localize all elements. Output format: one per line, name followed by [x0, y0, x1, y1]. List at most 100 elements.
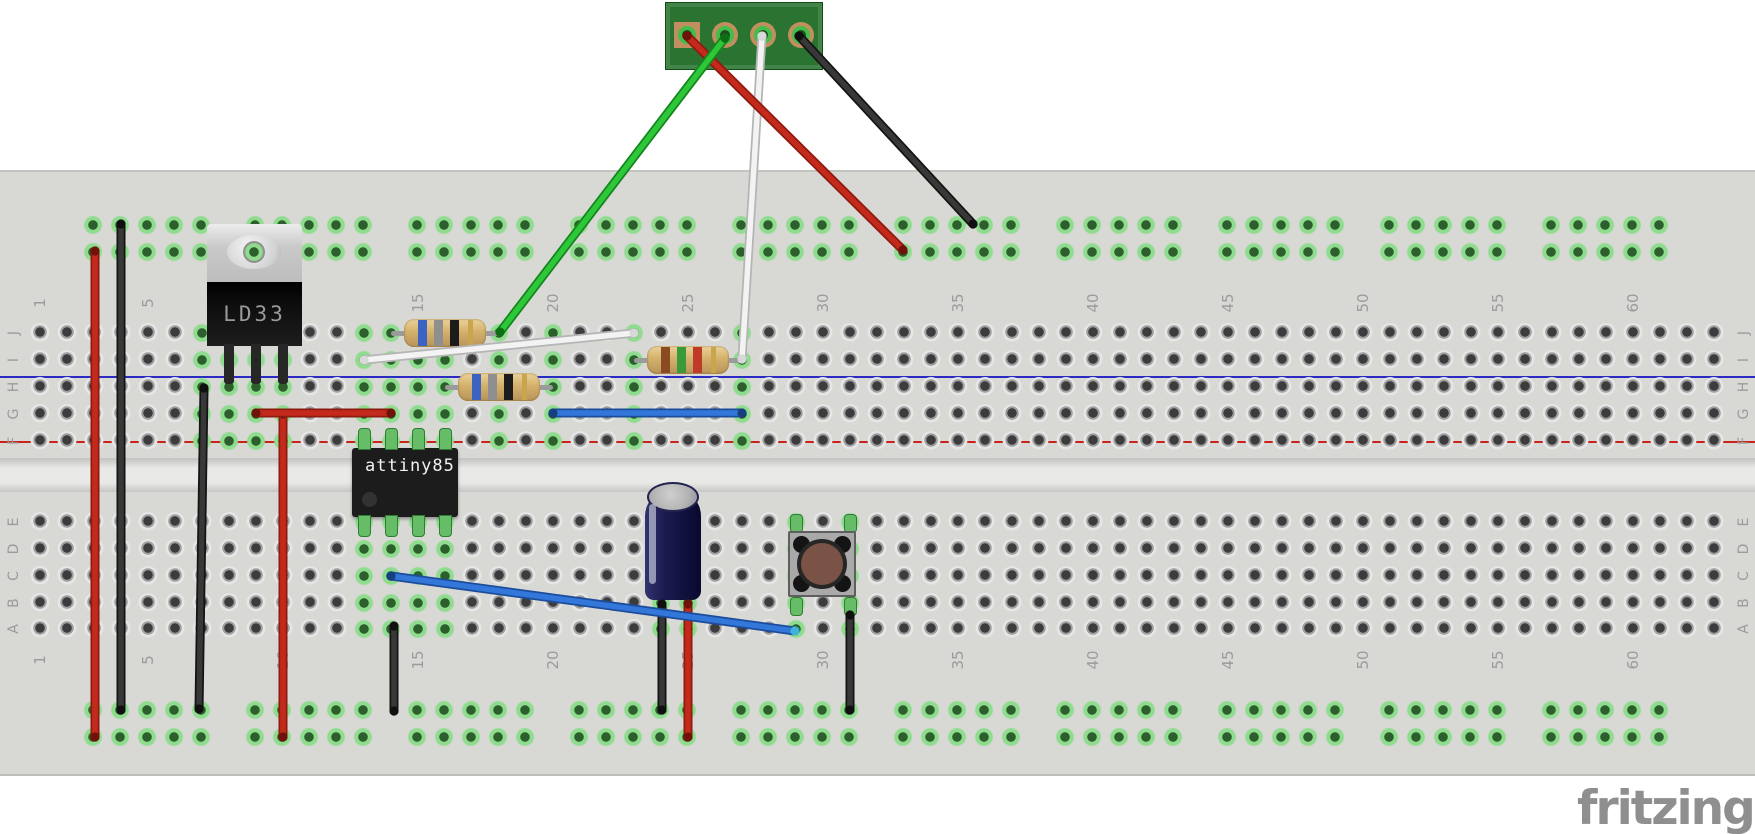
breadboard-hole[interactable]: [57, 377, 77, 397]
breadboard-hole[interactable]: [1434, 539, 1454, 559]
breadboard-hole[interactable]: [732, 566, 752, 586]
breadboard-hole-connected[interactable]: [596, 727, 616, 747]
breadboard-hole-connected[interactable]: [677, 242, 697, 262]
breadboard-hole[interactable]: [759, 350, 779, 370]
breadboard-hole-connected[interactable]: [543, 431, 563, 451]
breadboard-hole-connected[interactable]: [623, 215, 643, 235]
breadboard-hole[interactable]: [1434, 512, 1454, 532]
breadboard-hole[interactable]: [1137, 566, 1157, 586]
breadboard-hole-connected[interactable]: [974, 700, 994, 720]
wire-blue[interactable]: [386, 571, 800, 636]
breadboard-hole[interactable]: [516, 566, 536, 586]
breadboard-hole[interactable]: [1677, 404, 1697, 424]
breadboard-hole-connected[interactable]: [1325, 242, 1345, 262]
breadboard-hole[interactable]: [30, 377, 50, 397]
breadboard-hole-connected[interactable]: [353, 215, 373, 235]
breadboard-hole-connected[interactable]: [1568, 727, 1588, 747]
breadboard-hole[interactable]: [1110, 350, 1130, 370]
breadboard-hole[interactable]: [1488, 431, 1508, 451]
breadboard-hole[interactable]: [1650, 566, 1670, 586]
breadboard-hole[interactable]: [813, 323, 833, 343]
breadboard-hole[interactable]: [1434, 619, 1454, 639]
breadboard-hole-connected[interactable]: [299, 700, 319, 720]
breadboard-hole[interactable]: [1515, 539, 1535, 559]
breadboard-hole[interactable]: [759, 377, 779, 397]
breadboard-hole-connected[interactable]: [893, 700, 913, 720]
wire-red[interactable]: [682, 31, 908, 255]
breadboard-hole[interactable]: [1272, 619, 1292, 639]
breadboard-hole-connected[interactable]: [1325, 700, 1345, 720]
breadboard-hole-connected[interactable]: [732, 377, 752, 397]
breadboard-hole-connected[interactable]: [381, 539, 401, 559]
breadboard-hole[interactable]: [138, 431, 158, 451]
breadboard-hole-connected[interactable]: [1379, 700, 1399, 720]
breadboard-hole-connected[interactable]: [83, 215, 103, 235]
breadboard-hole[interactable]: [1029, 539, 1049, 559]
breadboard-hole[interactable]: [1218, 566, 1238, 586]
resistor-1[interactable]: [404, 319, 486, 347]
breadboard-hole[interactable]: [948, 512, 968, 532]
breadboard-hole-connected[interactable]: [164, 215, 184, 235]
breadboard-hole-connected[interactable]: [488, 215, 508, 235]
breadboard-hole-connected[interactable]: [354, 566, 374, 586]
breadboard-hole[interactable]: [138, 350, 158, 370]
breadboard-hole[interactable]: [1704, 539, 1724, 559]
breadboard-hole[interactable]: [1164, 323, 1184, 343]
breadboard-hole-connected[interactable]: [623, 242, 643, 262]
breadboard-hole-connected[interactable]: [1487, 215, 1507, 235]
breadboard-hole-connected[interactable]: [1622, 727, 1642, 747]
breadboard-hole-connected[interactable]: [1406, 215, 1426, 235]
breadboard-hole-connected[interactable]: [408, 539, 428, 559]
breadboard-hole-connected[interactable]: [434, 727, 454, 747]
breadboard-hole[interactable]: [1515, 619, 1535, 639]
breadboard-hole[interactable]: [462, 350, 482, 370]
breadboard-hole[interactable]: [786, 404, 806, 424]
breadboard-hole[interactable]: [57, 350, 77, 370]
breadboard-hole-connected[interactable]: [1082, 215, 1102, 235]
breadboard-hole-connected[interactable]: [435, 593, 455, 613]
breadboard-hole[interactable]: [948, 377, 968, 397]
breadboard-hole[interactable]: [1434, 566, 1454, 586]
breadboard-hole[interactable]: [462, 566, 482, 586]
breadboard-hole[interactable]: [1002, 593, 1022, 613]
breadboard-hole[interactable]: [840, 377, 860, 397]
breadboard-hole[interactable]: [1569, 512, 1589, 532]
breadboard-hole-connected[interactable]: [1433, 215, 1453, 235]
breadboard-hole[interactable]: [1056, 593, 1076, 613]
breadboard-hole[interactable]: [1434, 431, 1454, 451]
breadboard-hole[interactable]: [138, 512, 158, 532]
breadboard-hole[interactable]: [1218, 404, 1238, 424]
breadboard-hole[interactable]: [813, 350, 833, 370]
breadboard-hole[interactable]: [1569, 566, 1589, 586]
breadboard-hole[interactable]: [1191, 512, 1211, 532]
breadboard-hole[interactable]: [30, 539, 50, 559]
breadboard-hole-connected[interactable]: [408, 619, 428, 639]
breadboard-hole[interactable]: [813, 377, 833, 397]
breadboard-hole[interactable]: [165, 404, 185, 424]
breadboard-hole[interactable]: [678, 431, 698, 451]
breadboard-hole-connected[interactable]: [947, 242, 967, 262]
breadboard-hole-connected[interactable]: [137, 242, 157, 262]
breadboard-hole[interactable]: [921, 377, 941, 397]
breadboard-hole[interactable]: [462, 539, 482, 559]
breadboard-hole[interactable]: [975, 619, 995, 639]
breadboard-hole[interactable]: [705, 512, 725, 532]
breadboard-hole[interactable]: [1164, 593, 1184, 613]
breadboard-hole[interactable]: [1677, 350, 1697, 370]
breadboard-hole-connected[interactable]: [299, 727, 319, 747]
breadboard-hole[interactable]: [921, 323, 941, 343]
breadboard-hole[interactable]: [1029, 619, 1049, 639]
breadboard-hole-connected[interactable]: [353, 242, 373, 262]
breadboard-hole[interactable]: [246, 566, 266, 586]
breadboard-hole-connected[interactable]: [407, 215, 427, 235]
wire-blue[interactable]: [548, 408, 747, 418]
breadboard-hole-connected[interactable]: [650, 215, 670, 235]
breadboard-hole[interactable]: [138, 404, 158, 424]
breadboard-hole[interactable]: [1245, 566, 1265, 586]
breadboard-hole[interactable]: [1191, 377, 1211, 397]
breadboard-hole[interactable]: [1083, 512, 1103, 532]
breadboard-hole[interactable]: [1164, 350, 1184, 370]
breadboard-hole[interactable]: [1083, 323, 1103, 343]
breadboard-hole[interactable]: [1002, 566, 1022, 586]
breadboard-hole[interactable]: [1056, 512, 1076, 532]
